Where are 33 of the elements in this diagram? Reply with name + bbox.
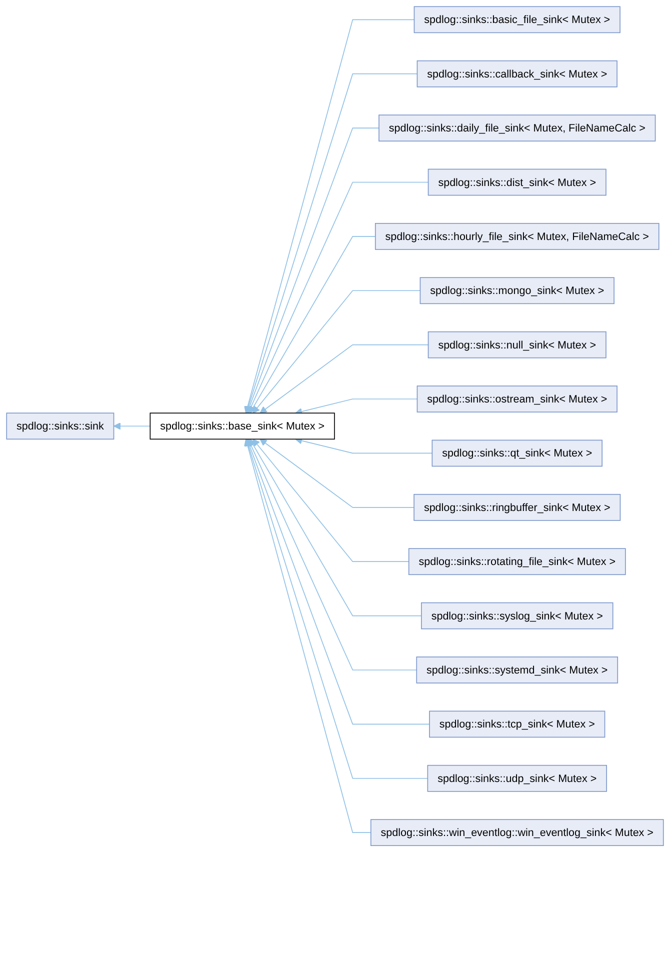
class-box: spdlog::sinks::mongo_sink< Mutex > — [420, 277, 614, 304]
class-box: spdlog::sinks::basic_file_sink< Mutex > — [414, 6, 620, 34]
class-box: spdlog::sinks::null_sink< Mutex > — [428, 331, 606, 358]
class-box: spdlog::sinks::udp_sink< Mutex > — [427, 764, 607, 792]
inheritance-arrow — [113, 422, 151, 430]
inheritance-arrow — [248, 182, 429, 414]
class-box: spdlog::sinks::rotating_file_sink< Mutex > — [408, 548, 626, 576]
inheritance-arrow — [244, 438, 372, 833]
class-box: spdlog::sinks::dist_sink< Mutex > — [428, 168, 606, 196]
inheritance-arrow — [260, 438, 414, 508]
class-box: spdlog::sinks::sink — [6, 412, 114, 440]
class-box: spdlog::sinks::base_sink< Mutex > — [150, 412, 335, 440]
inheritance-arrow — [248, 438, 418, 670]
class-box: spdlog::sinks::callback_sink< Mutex > — [416, 60, 618, 88]
class-box: spdlog::sinks::syslog_sink< Mutex > — [420, 602, 614, 630]
inheritance-arrow — [250, 236, 376, 414]
inheritance-arrow — [252, 438, 410, 562]
class-box: spdlog::sinks::hourly_file_sink< Mutex, FileNameCalc > — [374, 222, 660, 250]
class-box: spdlog::sinks::systemd_sink< Mutex > — [416, 656, 618, 684]
class-box: spdlog::sinks::daily_file_sink< Mutex, FileNameCalc > — [378, 114, 656, 142]
class-box: spdlog::sinks::tcp_sink< Mutex > — [429, 710, 606, 738]
inheritance-arrow — [246, 128, 380, 414]
inheritance-arrow — [260, 344, 429, 414]
inheritance-arrow — [252, 290, 421, 414]
inheritance-arrow — [295, 437, 433, 454]
class-box: spdlog::sinks::qt_sink< Mutex > — [432, 440, 602, 467]
inheritance-arrow — [244, 19, 415, 414]
inheritance-arrow — [250, 438, 422, 616]
inheritance-arrow — [246, 438, 430, 725]
class-box: spdlog::sinks::ringbuffer_sink< Mutex > — [414, 494, 621, 521]
class-box: spdlog::sinks::ostream_sink< Mutex > — [416, 386, 618, 412]
class-box: spdlog::sinks::win_eventlog::win_eventlog_sink< Mutex > — [370, 819, 664, 846]
inheritance-arrow — [295, 398, 418, 416]
